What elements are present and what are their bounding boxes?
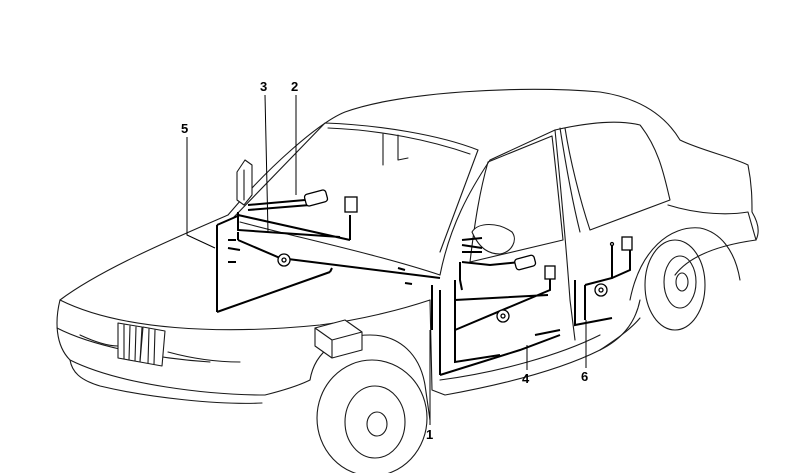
door-switch	[514, 254, 537, 271]
harness-1	[431, 285, 561, 376]
callout-3: 3	[260, 79, 267, 94]
mirrors	[236, 159, 515, 255]
windshield	[232, 122, 479, 253]
leader-5	[186, 137, 216, 249]
front-fender	[309, 334, 431, 421]
components	[277, 189, 633, 323]
callout-4: 4	[522, 371, 530, 386]
harness-6	[574, 245, 631, 327]
hood	[59, 214, 431, 331]
harness-5	[216, 214, 331, 313]
switch-2	[303, 189, 329, 207]
front-light-box	[314, 319, 363, 359]
relay-rear	[621, 236, 633, 251]
relay-door	[544, 265, 556, 280]
roof-outline	[227, 88, 759, 241]
car-body	[56, 88, 759, 473]
rear-wheel	[644, 239, 706, 331]
right-mirror	[471, 223, 515, 255]
relay-dash	[344, 196, 358, 213]
leader-lines	[186, 94, 587, 425]
grille-right	[139, 326, 166, 367]
callout-labels: 1 2 3 4 5 6	[181, 79, 588, 442]
front-fascia	[56, 299, 311, 396]
callout-6: 6	[581, 369, 588, 384]
side-body	[429, 299, 641, 396]
callout-5: 5	[181, 121, 188, 136]
front-wheel	[316, 359, 428, 473]
callout-2: 2	[291, 79, 298, 94]
callout-1: 1	[426, 427, 433, 442]
leader-3	[264, 94, 269, 233]
